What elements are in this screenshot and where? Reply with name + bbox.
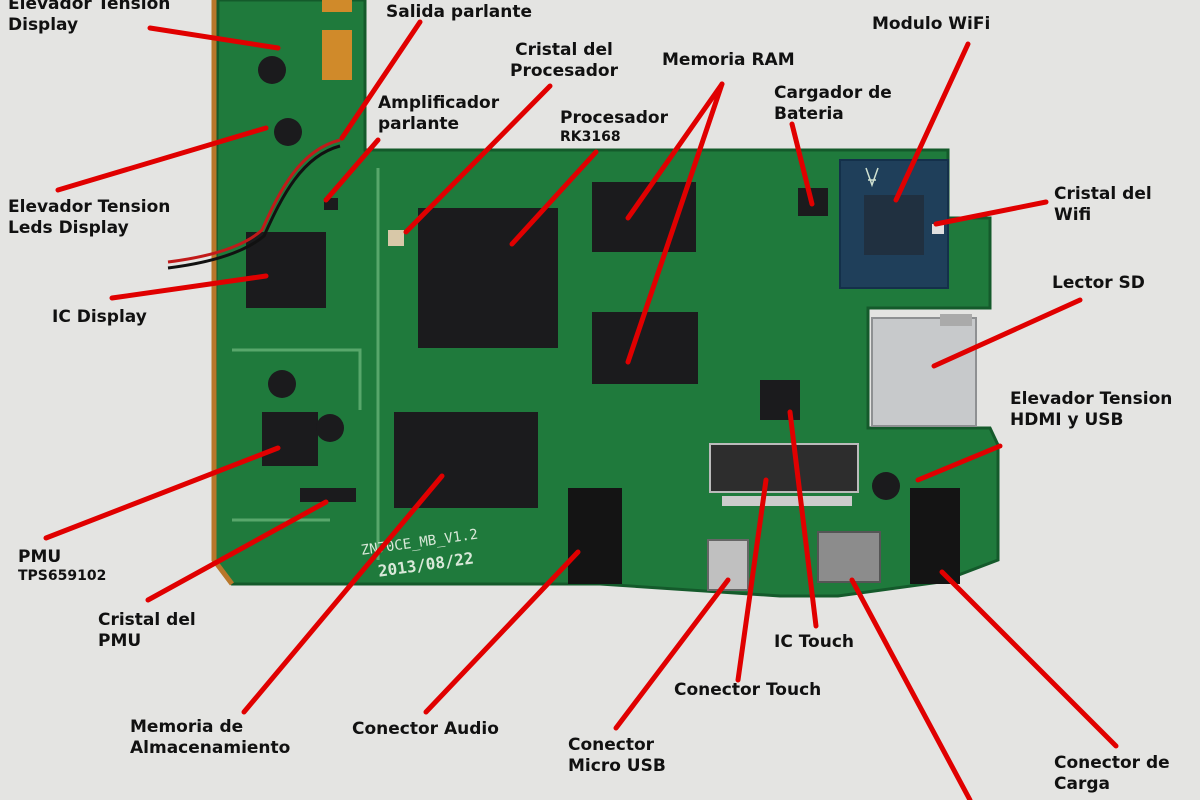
- leader-elevador-display: [147, 25, 281, 51]
- leader-conector-usb: [613, 577, 731, 731]
- leader-conector-touch: [735, 477, 769, 683]
- label-amplificador: Amplificador parlante: [378, 93, 500, 134]
- label-memoria-ram: Memoria RAM: [662, 50, 795, 70]
- label-conector-usb: Conector Micro USB: [568, 735, 666, 776]
- leader-lines: [43, 19, 1119, 800]
- leader-ic-display: [109, 273, 269, 301]
- label-conector-audio: Conector Audio: [352, 719, 499, 739]
- leader-modulo-wifi: [893, 41, 971, 203]
- leader-amplificador: [323, 137, 381, 203]
- sd-reader: [871, 317, 977, 427]
- leader-pmu: [43, 445, 281, 541]
- leader-cristal-pmu: [145, 499, 329, 603]
- label-memoria-almacenamiento: Memoria de Almacenamiento: [130, 717, 291, 758]
- leader-conector-hdmi: [849, 577, 973, 800]
- chips: [246, 56, 960, 591]
- label-ic-touch: IC Touch: [774, 632, 855, 652]
- label-pmu: PMU TPS659102: [18, 547, 107, 584]
- label-cargador: Cargador de Bateria: [774, 83, 892, 124]
- label-modulo-wifi: Modulo WiFi: [872, 14, 991, 34]
- leader-ram-1: [625, 81, 725, 221]
- label-salida-parlante: Salida parlante: [386, 2, 533, 22]
- leader-cristal-wifi: [933, 199, 1049, 227]
- leader-procesador: [509, 149, 599, 247]
- leader-memoria-almacenamiento: [241, 473, 445, 715]
- leader-elevador-hdmi: [915, 443, 1003, 483]
- label-elevador-hdmi: Elevador Tension HDMI y USB: [1010, 389, 1173, 430]
- wifi-module: [839, 159, 949, 289]
- leader-salida-parlante: [339, 19, 423, 141]
- label-procesador: Procesador RK3168: [560, 108, 668, 145]
- leader-conector-carga: [939, 569, 1119, 749]
- leader-ram-2: [625, 81, 725, 365]
- label-cristal-procesador: Cristal del Procesador: [510, 40, 618, 81]
- label-lector-sd: Lector SD: [1052, 273, 1145, 293]
- label-conector-carga: Conector de Carga: [1054, 753, 1170, 794]
- leader-elevador-leds: [55, 125, 269, 193]
- leader-lector-sd: [931, 297, 1083, 369]
- leader-ic-touch: [787, 409, 819, 629]
- label-cristal-pmu: Cristal del PMU: [98, 610, 196, 651]
- label-cristal-wifi: Cristal del Wifi: [1054, 184, 1152, 225]
- label-conector-touch: Conector Touch: [674, 680, 822, 700]
- leader-cristal-procesador: [403, 83, 553, 235]
- leader-cargador: [789, 121, 815, 207]
- label-ic-display: IC Display: [52, 307, 147, 327]
- label-elevador-leds: Elevador Tension Leds Display: [8, 197, 171, 238]
- speaker-wires: [167, 138, 341, 264]
- label-procesador-model: RK3168: [560, 129, 621, 145]
- leader-conector-audio: [423, 549, 581, 715]
- label-pmu-model: TPS659102: [18, 568, 107, 584]
- label-elevador-display: Elevador Tension Display: [8, 0, 171, 35]
